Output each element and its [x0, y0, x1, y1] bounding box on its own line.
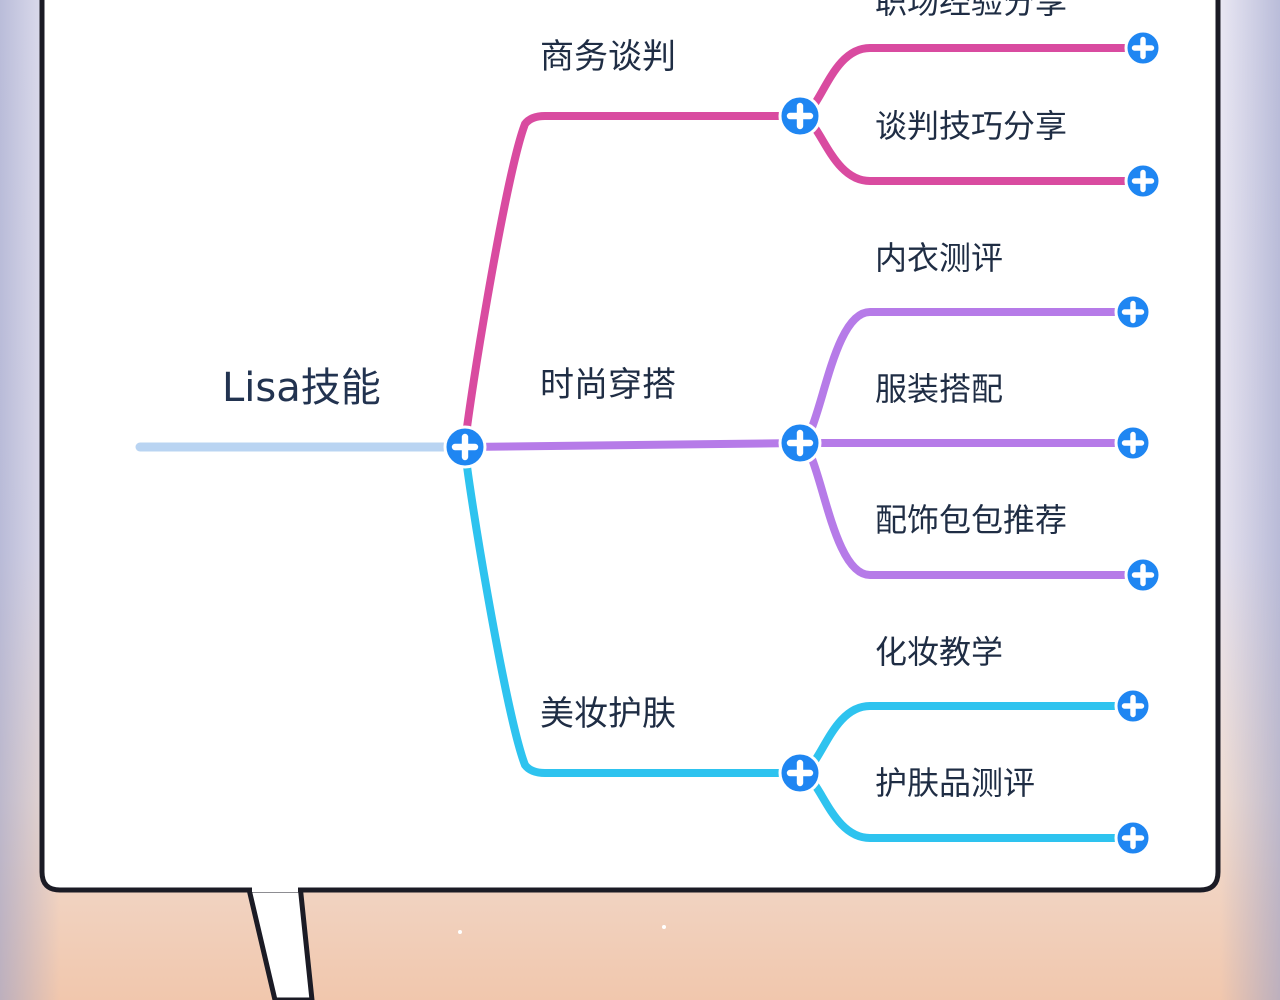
expand-button-leaf-2-0[interactable]: [1114, 687, 1152, 725]
plus-icon: [786, 429, 814, 457]
leaf-label-negotiation-skills: 谈判技巧分享: [875, 107, 1068, 145]
branch-connector-2: [461, 443, 804, 777]
expand-button-leaf-1-1[interactable]: [1114, 424, 1152, 462]
expand-button-branch-0[interactable]: [778, 94, 822, 138]
mindmap-root-label: Lisa技能: [222, 365, 381, 411]
plus-icon: [451, 433, 479, 461]
expand-button-leaf-1-0[interactable]: [1114, 293, 1152, 331]
expand-button-leaf-1-2[interactable]: [1124, 556, 1162, 594]
background-right-glow: [1220, 0, 1280, 1000]
speech-bubble-seam: [252, 882, 298, 892]
plus-icon: [1131, 36, 1155, 60]
branch-label-fashion: 时尚穿搭: [540, 365, 676, 405]
expand-button-leaf-2-1[interactable]: [1114, 819, 1152, 857]
speech-bubble-tail: [245, 882, 315, 1000]
sparkle-dot: [458, 930, 462, 934]
leaf-label-skincare-review: 护肤品测评: [875, 764, 1036, 802]
leaf-label-makeup-tutorial: 化妆教学: [875, 633, 1004, 671]
expand-button-leaf-0-1[interactable]: [1124, 162, 1162, 200]
plus-icon: [1131, 169, 1155, 193]
plus-icon: [1131, 563, 1155, 587]
expand-button-leaf-0-0[interactable]: [1124, 29, 1162, 67]
expand-button-branch-1[interactable]: [778, 421, 822, 465]
leaf-label-career-experience: 职场经验分享: [875, 0, 1068, 21]
expand-button-branch-2[interactable]: [778, 751, 822, 795]
mindmap-connectors: [135, 29, 1162, 857]
leaf-label-outfit-matching: 服装搭配: [875, 370, 1004, 408]
plus-icon: [1121, 300, 1145, 324]
branch-label-business-negotiation: 商务谈判: [540, 37, 676, 77]
expand-button-root[interactable]: [443, 425, 487, 469]
branch-connector-0: [461, 112, 804, 451]
sparkle-dot: [662, 925, 666, 929]
plus-icon: [786, 759, 814, 787]
branch-connector-1: [461, 439, 804, 451]
plus-icon: [1121, 431, 1145, 455]
leaf-label-lingerie-review: 内衣测评: [875, 239, 1004, 277]
plus-icon: [1121, 826, 1145, 850]
leaf-label-accessory-bags: 配饰包包推荐: [875, 501, 1068, 539]
plus-icon: [786, 102, 814, 130]
branch-label-beauty: 美妆护肤: [540, 694, 676, 734]
plus-icon: [1121, 694, 1145, 718]
